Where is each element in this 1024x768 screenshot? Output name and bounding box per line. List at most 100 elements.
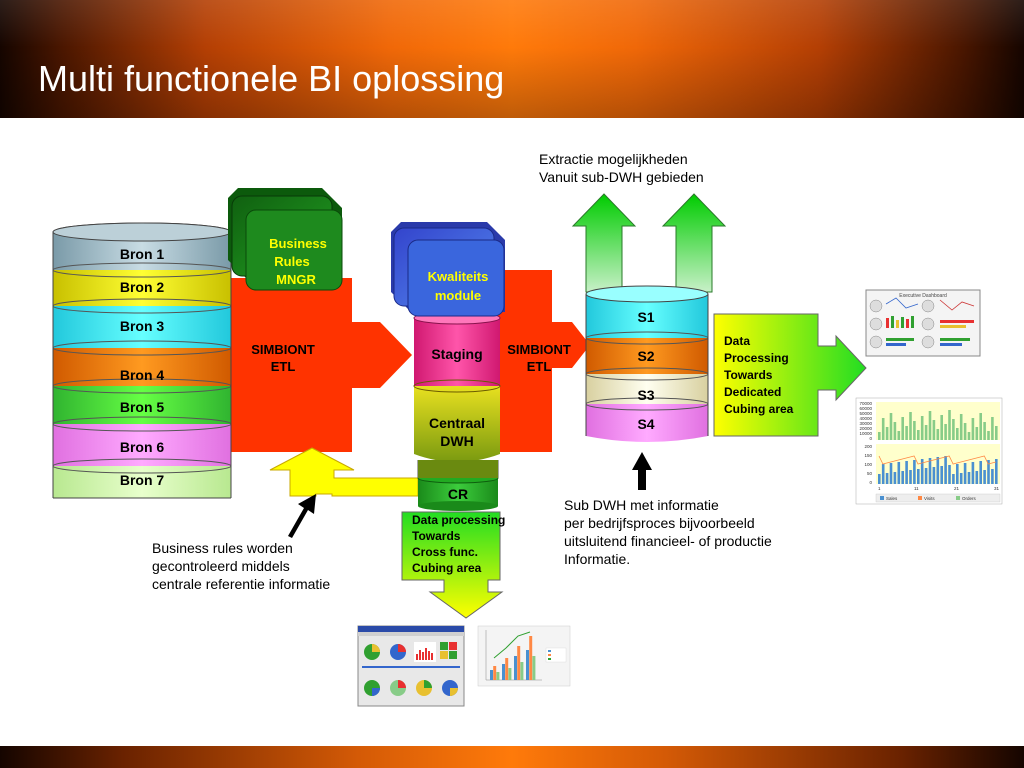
thumb-bar [885, 427, 889, 440]
trend-chart-thumbnail [477, 625, 571, 687]
sub-dwh-note: Sub DWH met informatie per bedrijfsproce… [564, 497, 772, 567]
bron-7-label: Bron 7 [120, 472, 165, 488]
thumb-bar [959, 414, 963, 440]
svg-text:70000: 70000 [859, 401, 872, 406]
thumb-bar [987, 431, 990, 440]
thumb-bar [529, 636, 533, 680]
thumb-bar [944, 424, 947, 440]
business-rules-box [228, 188, 343, 291]
thumb-bar [893, 422, 897, 440]
s1-label: S1 [637, 309, 654, 325]
thumb-bar [963, 463, 967, 484]
quality-line2: module [435, 288, 481, 303]
bar-chart-thumbnail: 70000 60000 50000 40000 30000 20000 1000… [855, 397, 1003, 505]
thumb-bar [917, 430, 920, 440]
thumb-bar [897, 431, 901, 440]
business-rules-line1: Business [269, 236, 327, 251]
dashboard-thumbnail: Executive Dashboard [865, 289, 981, 357]
thumb-bar [979, 461, 982, 484]
svg-text:150: 150 [864, 453, 872, 458]
thumb-bar [505, 658, 509, 680]
right-etl-arrow [498, 270, 590, 452]
thumb-bar [983, 422, 986, 440]
thumb-bar [517, 646, 521, 680]
thumb-bar [995, 426, 998, 440]
thumb-bar [520, 662, 524, 680]
cross-func-line2: Towards [412, 529, 461, 543]
central-dwh-cylinder [413, 311, 501, 511]
thumb-bar [971, 462, 975, 484]
thumb-bar [905, 461, 908, 484]
thumb-bar [987, 460, 990, 484]
thumb-bar [967, 432, 971, 440]
thumb-bar [901, 471, 904, 484]
title-bar-shade [0, 0, 1024, 118]
thumb-bar [952, 419, 955, 440]
thumb-bar [956, 464, 959, 484]
thumb-bar [959, 473, 963, 484]
etl-left-line2: ETL [271, 359, 296, 374]
central-dwh-line2: DWH [440, 433, 473, 449]
title-bar [0, 0, 1024, 118]
extract-note: Extractie mogelijkheden Vanuit sub-DWH g… [539, 151, 704, 185]
dedicated-line1: Data [724, 334, 750, 348]
thumb-bar [920, 459, 924, 484]
thumb-bar [983, 470, 986, 484]
thumb-bar [971, 418, 975, 440]
svg-text:200: 200 [864, 444, 872, 449]
svg-text:Orders: Orders [962, 496, 977, 501]
s2-label: S2 [637, 348, 654, 364]
thumb-bar [885, 473, 889, 484]
bron-5-label: Bron 5 [120, 399, 165, 415]
business-rules-line3: MNGR [276, 272, 316, 287]
bron-4-label: Bron 4 [120, 367, 165, 383]
thumb-bar [889, 413, 893, 440]
dedicated-line3: Towards [724, 368, 773, 382]
thumb-bar [913, 421, 916, 440]
thumb-bar [514, 656, 517, 680]
thumb-bar [881, 418, 885, 440]
svg-text:40000: 40000 [859, 416, 872, 421]
thumb-bar [928, 458, 932, 484]
thumb-bar [901, 417, 904, 440]
bron-6-label: Bron 6 [120, 439, 165, 455]
thumb-bar [881, 464, 885, 484]
etl-right-line2: ETL [527, 359, 552, 374]
thumb-bar [967, 472, 971, 484]
cross-func-line4: Cubing area [412, 561, 482, 575]
thumb-bar [932, 467, 936, 484]
cross-func-line1: Data processing [412, 513, 505, 527]
thumb-bar [502, 664, 505, 680]
thumb-bar [893, 472, 897, 484]
dedicated-arrow [713, 313, 867, 437]
thumb-bar [975, 427, 979, 440]
thumb-bar [940, 415, 943, 440]
svg-text:0: 0 [869, 436, 872, 441]
thumb-bar [508, 668, 512, 680]
s3-label: S3 [637, 387, 654, 403]
svg-text:50: 50 [867, 471, 873, 476]
svg-text:11: 11 [914, 486, 919, 491]
thumb-bar [940, 466, 943, 484]
thumb-bar [944, 456, 947, 484]
source-stack [52, 222, 232, 499]
thumb-bar [909, 470, 912, 484]
thumb-bar [532, 656, 536, 680]
svg-text:10000: 10000 [859, 431, 872, 436]
quality-module-box [391, 222, 505, 317]
svg-text:21: 21 [954, 486, 960, 491]
thumb-bar [952, 474, 955, 484]
thumb-bar [948, 465, 951, 484]
dedicated-line5: Cubing area [724, 402, 794, 416]
svg-text:1: 1 [878, 486, 881, 491]
thumb-bar [963, 423, 967, 440]
dedicated-line4: Dedicated [724, 385, 781, 399]
cross-func-arrow [401, 511, 504, 619]
svg-text:Sales: Sales [886, 496, 898, 501]
sub-dwh-cylinder [585, 285, 709, 442]
bron-1-label: Bron 1 [120, 246, 165, 262]
quality-line1: Kwaliteits [428, 269, 489, 284]
footer-bar [0, 746, 1024, 768]
pointer-arrow-sub-dwh [632, 452, 652, 490]
svg-text:60000: 60000 [859, 406, 872, 411]
